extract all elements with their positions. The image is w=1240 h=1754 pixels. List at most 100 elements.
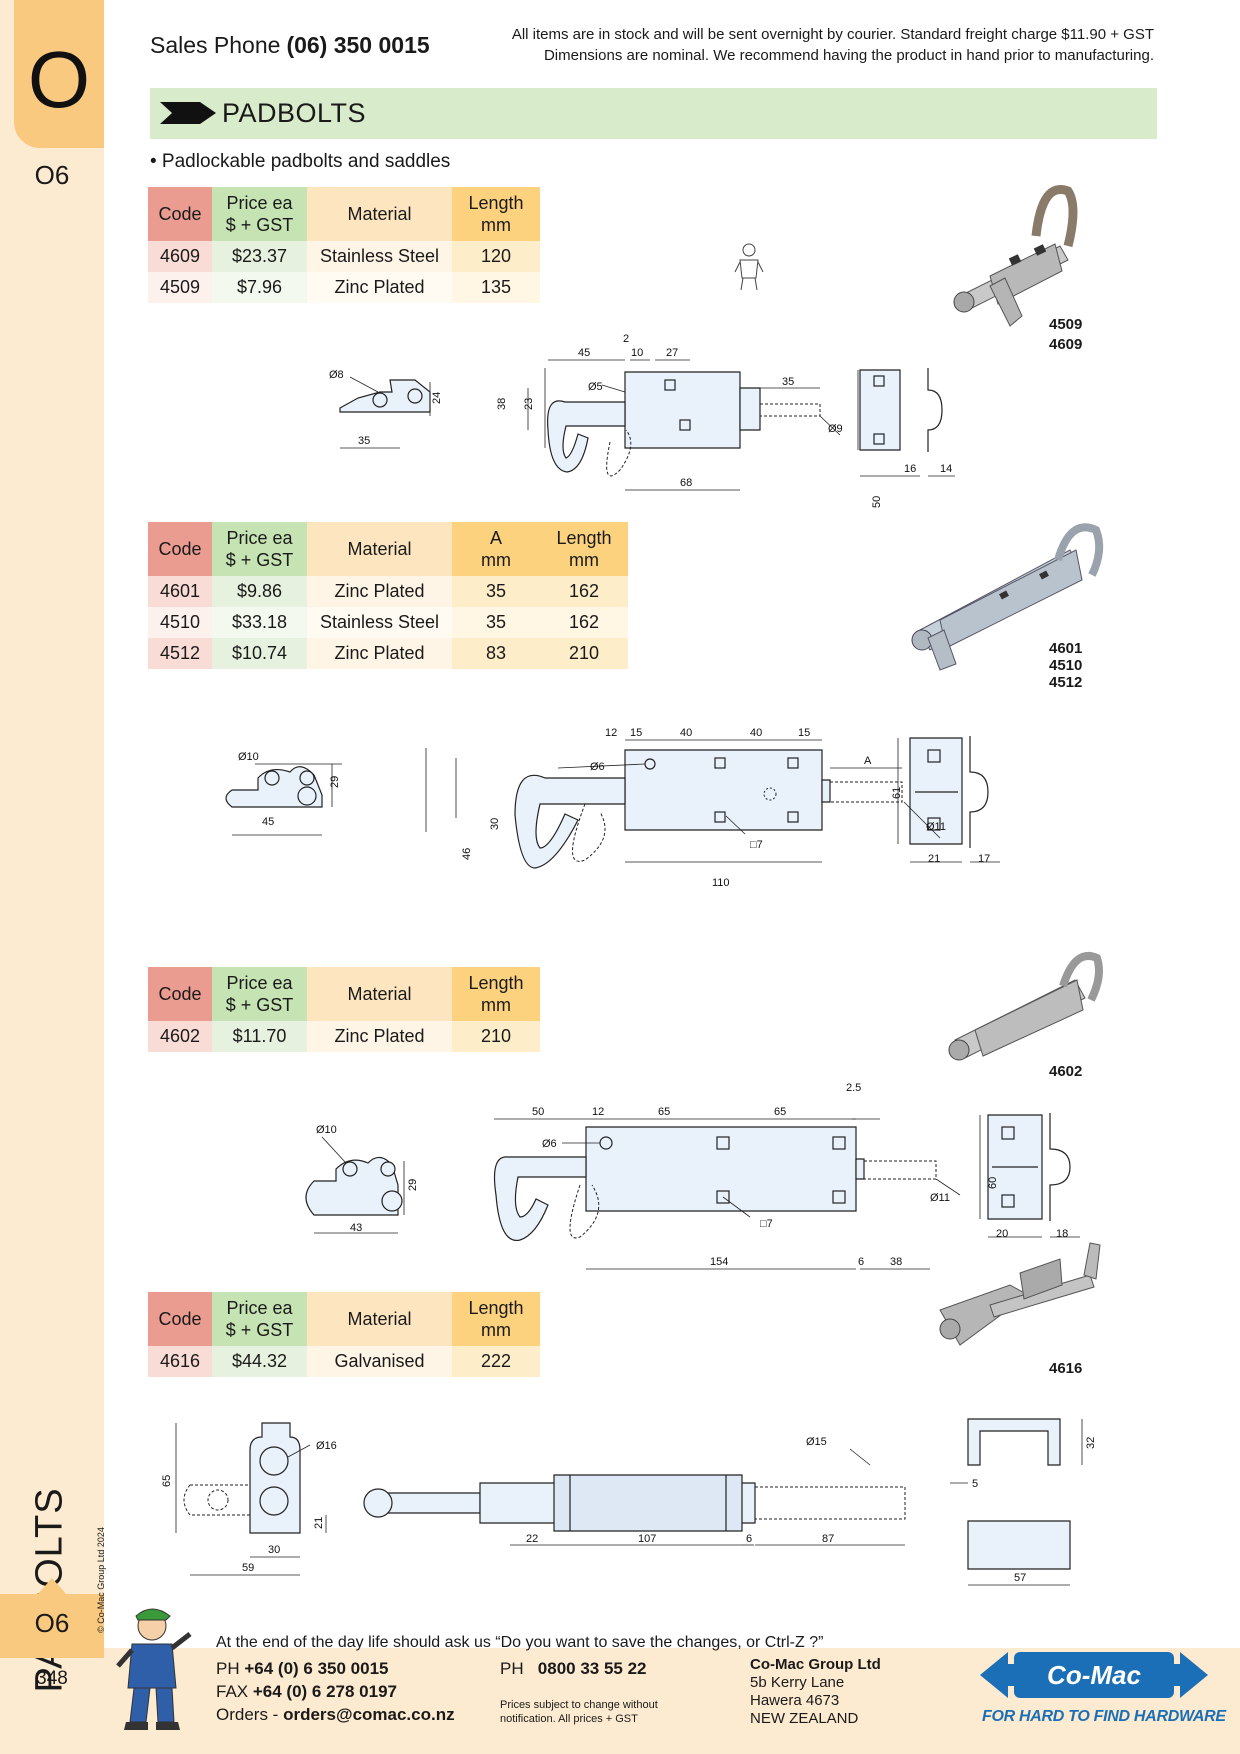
cell-a: 83 bbox=[452, 638, 540, 669]
address-line3: NEW ZEALAND bbox=[750, 1710, 859, 1727]
cell-price: $9.86 bbox=[212, 576, 307, 607]
header-code: Code bbox=[148, 522, 212, 576]
header-line: A bbox=[489, 528, 502, 548]
dim-label: Ø11 bbox=[926, 821, 946, 833]
comac-logo: Co-Mac bbox=[980, 1652, 1208, 1698]
dim-label: Ø16 bbox=[316, 1440, 337, 1452]
dim-label: 35 bbox=[358, 435, 370, 447]
stock-note-line2: Dimensions are nominal. We recommend hav… bbox=[543, 47, 1154, 64]
header-code: Code bbox=[148, 967, 212, 1021]
dim-label: 40 bbox=[680, 727, 692, 739]
dim-label: 45 bbox=[578, 347, 590, 359]
header-material: Material bbox=[307, 522, 452, 576]
footer-fax: FAX +64 (0) 6 278 0197 bbox=[216, 1681, 397, 1703]
arrow-icon bbox=[160, 102, 216, 124]
dim-label: 15 bbox=[630, 727, 642, 739]
orders-label: Orders - bbox=[216, 1705, 279, 1724]
dim-label: Ø10 bbox=[238, 751, 259, 763]
header-line: Price ea bbox=[226, 1298, 293, 1318]
cell-code: 4512 bbox=[148, 638, 212, 669]
footer-phone: PH +64 (0) 6 350 0015 bbox=[216, 1658, 389, 1680]
technical-drawing-3: Ø10 43 29 50 12 65 65 2.5 Ø6 Ø11 □7 154 … bbox=[305, 1082, 1080, 1270]
cell-length: 210 bbox=[540, 638, 628, 669]
section-letter-tab: O bbox=[14, 0, 104, 148]
dim-label: 40 bbox=[750, 727, 762, 739]
copyright: © Co-Mac Group Ltd 2024 bbox=[88, 1520, 114, 1640]
product-code-label: 4616 bbox=[1049, 1360, 1083, 1377]
bullet-text: • Padlockable padbolts and saddles bbox=[150, 151, 451, 172]
dim-label: □7 bbox=[760, 1218, 773, 1230]
dim-label: Ø10 bbox=[316, 1124, 337, 1136]
price-note-line2: notification. All prices + GST bbox=[500, 1713, 638, 1725]
footer-tagline: At the end of the day life should ask us… bbox=[216, 1634, 824, 1651]
dim-label: 59 bbox=[242, 1562, 254, 1574]
dim-label: 46 bbox=[461, 848, 473, 860]
cell-material: Zinc Plated bbox=[307, 576, 452, 607]
padbolt-4602-photo bbox=[948, 952, 1103, 1061]
dim-label: 65 bbox=[774, 1106, 786, 1118]
footer-orders: Orders - orders@comac.co.nz bbox=[216, 1704, 455, 1726]
dim-label: 18 bbox=[1056, 1228, 1068, 1240]
header-line: $ + GST bbox=[225, 215, 294, 235]
dim-label: 29 bbox=[407, 1179, 419, 1191]
dim-label: 12 bbox=[592, 1106, 604, 1118]
header-material: Material bbox=[307, 1292, 452, 1346]
ph-label: PH bbox=[216, 1659, 240, 1678]
dim-label: 65 bbox=[658, 1106, 670, 1118]
ph-value: +64 (0) 6 350 0015 bbox=[244, 1659, 389, 1678]
dim-label: 12 bbox=[605, 727, 617, 739]
dim-label: 50 bbox=[871, 496, 883, 508]
dim-label: 87 bbox=[822, 1533, 834, 1545]
cell-material: Zinc Plated bbox=[307, 638, 452, 669]
header-line: Price ea bbox=[226, 193, 293, 213]
section-tab-bottom bbox=[0, 1594, 104, 1658]
section-letter: O bbox=[27, 35, 91, 124]
dim-label: 2 bbox=[623, 333, 629, 345]
header-line: Length bbox=[556, 528, 612, 548]
mascot-sketch-icon bbox=[734, 243, 764, 291]
cell-length: 210 bbox=[452, 1021, 540, 1052]
ph2-label: PH bbox=[500, 1659, 524, 1678]
header-price: Price ea$ + GST bbox=[212, 1292, 307, 1346]
dim-label: 5 bbox=[972, 1478, 978, 1490]
cell-price: $44.32 bbox=[212, 1346, 307, 1377]
dim-label: 57 bbox=[1014, 1572, 1026, 1584]
dim-label: Ø9 bbox=[828, 423, 843, 435]
sales-phone-label: Sales Phone bbox=[150, 32, 281, 58]
product-code-label: 4512 bbox=[1049, 674, 1083, 691]
dim-label: 29 bbox=[329, 776, 341, 788]
header-line: mm bbox=[481, 215, 511, 235]
price-note: Prices subject to change without notific… bbox=[500, 1698, 658, 1726]
orders-email[interactable]: orders@comac.co.nz bbox=[283, 1705, 455, 1724]
cell-price: $11.70 bbox=[212, 1021, 307, 1052]
dim-label: 24 bbox=[431, 392, 443, 404]
technical-drawing-2: Ø10 45 29 46 30 12 15 40 40 15 Ø6 A Ø11 … bbox=[225, 727, 1000, 889]
dim-label: 30 bbox=[268, 1544, 280, 1556]
section-code-bottom: O6 bbox=[34, 1608, 70, 1638]
padbolt-4601-photo bbox=[911, 523, 1104, 671]
header-line: mm bbox=[481, 995, 511, 1015]
dim-label: 60 bbox=[987, 1177, 999, 1189]
fax-value: +64 (0) 6 278 0197 bbox=[252, 1682, 398, 1701]
copyright-text: © Co-Mac Group Ltd 2024 bbox=[96, 1527, 106, 1633]
cell-a: 35 bbox=[452, 576, 540, 607]
product-code-label: 4510 bbox=[1049, 657, 1083, 674]
header-line: Price ea bbox=[226, 973, 293, 993]
padbolt-4509-photo bbox=[953, 185, 1078, 327]
dim-label: 107 bbox=[638, 1533, 656, 1545]
dim-label: 32 bbox=[1085, 1437, 1097, 1449]
dim-label: 65 bbox=[161, 1475, 173, 1487]
stock-note: All items are in stock and will be sent … bbox=[512, 24, 1154, 66]
section-code-top: O6 bbox=[34, 160, 70, 190]
footer-phone-free: PH 0800 33 55 22 bbox=[500, 1658, 647, 1680]
header-line: $ + GST bbox=[225, 550, 294, 570]
cell-material: Stainless Steel bbox=[307, 607, 452, 638]
